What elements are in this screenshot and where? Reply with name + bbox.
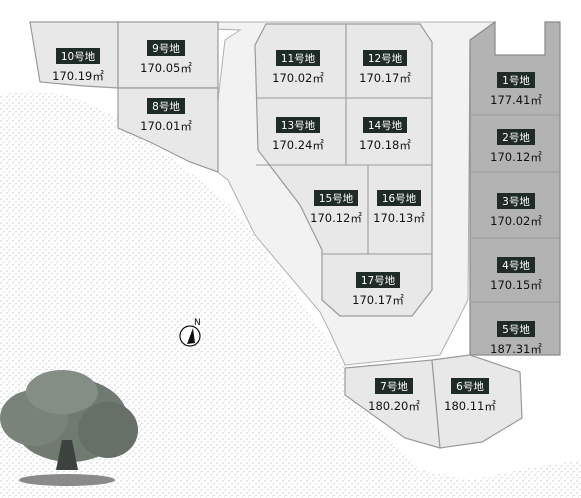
lot-5-label-badge <box>497 321 535 337</box>
lot-3-label: 3号地 <box>502 195 530 208</box>
lot-4-area: 170.15㎡ <box>490 278 542 292</box>
lot-8-label: 8号地 <box>152 100 180 113</box>
lot-10-label-badge <box>56 48 100 64</box>
lot-4-label: 4号地 <box>502 259 530 272</box>
lot-1-label-badge <box>497 72 535 88</box>
lot-15-label-badge <box>314 190 358 206</box>
lot-13-label: 13号地 <box>281 119 316 132</box>
lot-8-label-badge <box>147 98 185 114</box>
lot-6-label-badge <box>451 378 489 394</box>
lot-13-area: 170.24㎡ <box>272 138 324 152</box>
lot-11-label: 11号地 <box>281 52 316 65</box>
lot-7-label: 7号地 <box>380 380 408 393</box>
lot-9-label: 9号地 <box>152 42 180 55</box>
lot-10-label: 10号地 <box>61 50 96 63</box>
lot-1-area: 177.41㎡ <box>490 93 542 107</box>
lot-7-label-badge <box>375 378 413 394</box>
lot-5-label: 5号地 <box>502 323 530 336</box>
lot-17-label-group[interactable]: 17号地 170.17㎡ <box>352 272 404 307</box>
lot-2-label-badge <box>497 129 535 145</box>
lot-3-label-badge <box>497 193 535 209</box>
right-column-outline <box>469 20 561 356</box>
lot-10-area: 170.19㎡ <box>52 69 104 83</box>
lot-5-label-group[interactable]: 5号地 187.31㎡ <box>490 321 542 356</box>
lot-11-label-group[interactable]: 11号地 170.02㎡ <box>272 50 324 85</box>
lot-17-label-badge <box>356 272 400 288</box>
lot-6-area: 180.11㎡ <box>444 399 496 413</box>
lot-14-area: 170.18㎡ <box>359 138 411 152</box>
lot-11-label-badge <box>276 50 320 66</box>
lot-7-area: 180.20㎡ <box>368 399 420 413</box>
lot-12-label: 12号地 <box>368 52 403 65</box>
lot-2-label-group[interactable]: 2号地 170.12㎡ <box>490 129 542 164</box>
lot-11-area: 170.02㎡ <box>272 71 324 85</box>
lot-4-label-group[interactable]: 4号地 170.15㎡ <box>490 257 542 292</box>
lot-8-parcel[interactable] <box>117 87 219 173</box>
lot-8-area: 170.01㎡ <box>140 119 192 133</box>
lot-1-label-group[interactable]: 1号地 177.41㎡ <box>490 72 542 107</box>
lot-10-label-group[interactable]: 10号地 170.19㎡ <box>52 48 104 83</box>
lot-13-label-badge <box>276 117 320 133</box>
lot-14-label-badge <box>363 117 407 133</box>
lot-16-label-badge <box>377 190 421 206</box>
north-arrow-icon: N <box>179 318 201 347</box>
lot-7-parcel[interactable] <box>344 359 441 449</box>
lot-17-label: 17号地 <box>361 274 396 287</box>
lot-15-label: 15号地 <box>319 192 354 205</box>
lot-6-label-group[interactable]: 6号地 180.11㎡ <box>444 378 496 413</box>
ground-stipple <box>0 91 581 498</box>
lot-15-area: 170.12㎡ <box>310 211 362 225</box>
lot-2-label: 2号地 <box>502 131 530 144</box>
lot-17-area: 170.17㎡ <box>352 293 404 307</box>
lot-3-area: 170.02㎡ <box>490 214 542 228</box>
lot-15-label-group[interactable]: 15号地 170.12㎡ <box>310 190 362 225</box>
lot-13-label-group[interactable]: 13号地 170.24㎡ <box>272 117 324 152</box>
lot-16-label-group[interactable]: 16号地 170.13㎡ <box>373 190 425 225</box>
lot-8-label-group[interactable]: 8号地 170.01㎡ <box>140 98 192 133</box>
lot-2-area: 170.12㎡ <box>490 150 542 164</box>
lot-16-label: 16号地 <box>382 192 417 205</box>
lot-7-label-group[interactable]: 7号地 180.20㎡ <box>368 378 420 413</box>
lot-12-label-badge <box>363 50 407 66</box>
lot-12-label-group[interactable]: 12号地 170.17㎡ <box>359 50 411 85</box>
lot-12-area: 170.17㎡ <box>359 71 411 85</box>
lot-5-area: 187.31㎡ <box>490 342 542 356</box>
lot-16-area: 170.13㎡ <box>373 211 425 225</box>
lot-9-label-group[interactable]: 9号地 170.05㎡ <box>140 40 192 75</box>
lot-1-label: 1号地 <box>502 74 530 87</box>
lot-14-label-group[interactable]: 14号地 170.18㎡ <box>359 117 411 152</box>
lot-14-label: 14号地 <box>368 119 403 132</box>
tree-illustration <box>0 370 138 486</box>
lot-9-label-badge <box>147 40 185 56</box>
lot-9-area: 170.05㎡ <box>140 61 192 75</box>
lot-4-label-badge <box>497 257 535 273</box>
middle-block-outline <box>254 23 433 317</box>
lot-3-label-group[interactable]: 3号地 170.02㎡ <box>490 193 542 228</box>
compass-label: N <box>194 318 201 328</box>
lot-6-label: 6号地 <box>456 380 484 393</box>
